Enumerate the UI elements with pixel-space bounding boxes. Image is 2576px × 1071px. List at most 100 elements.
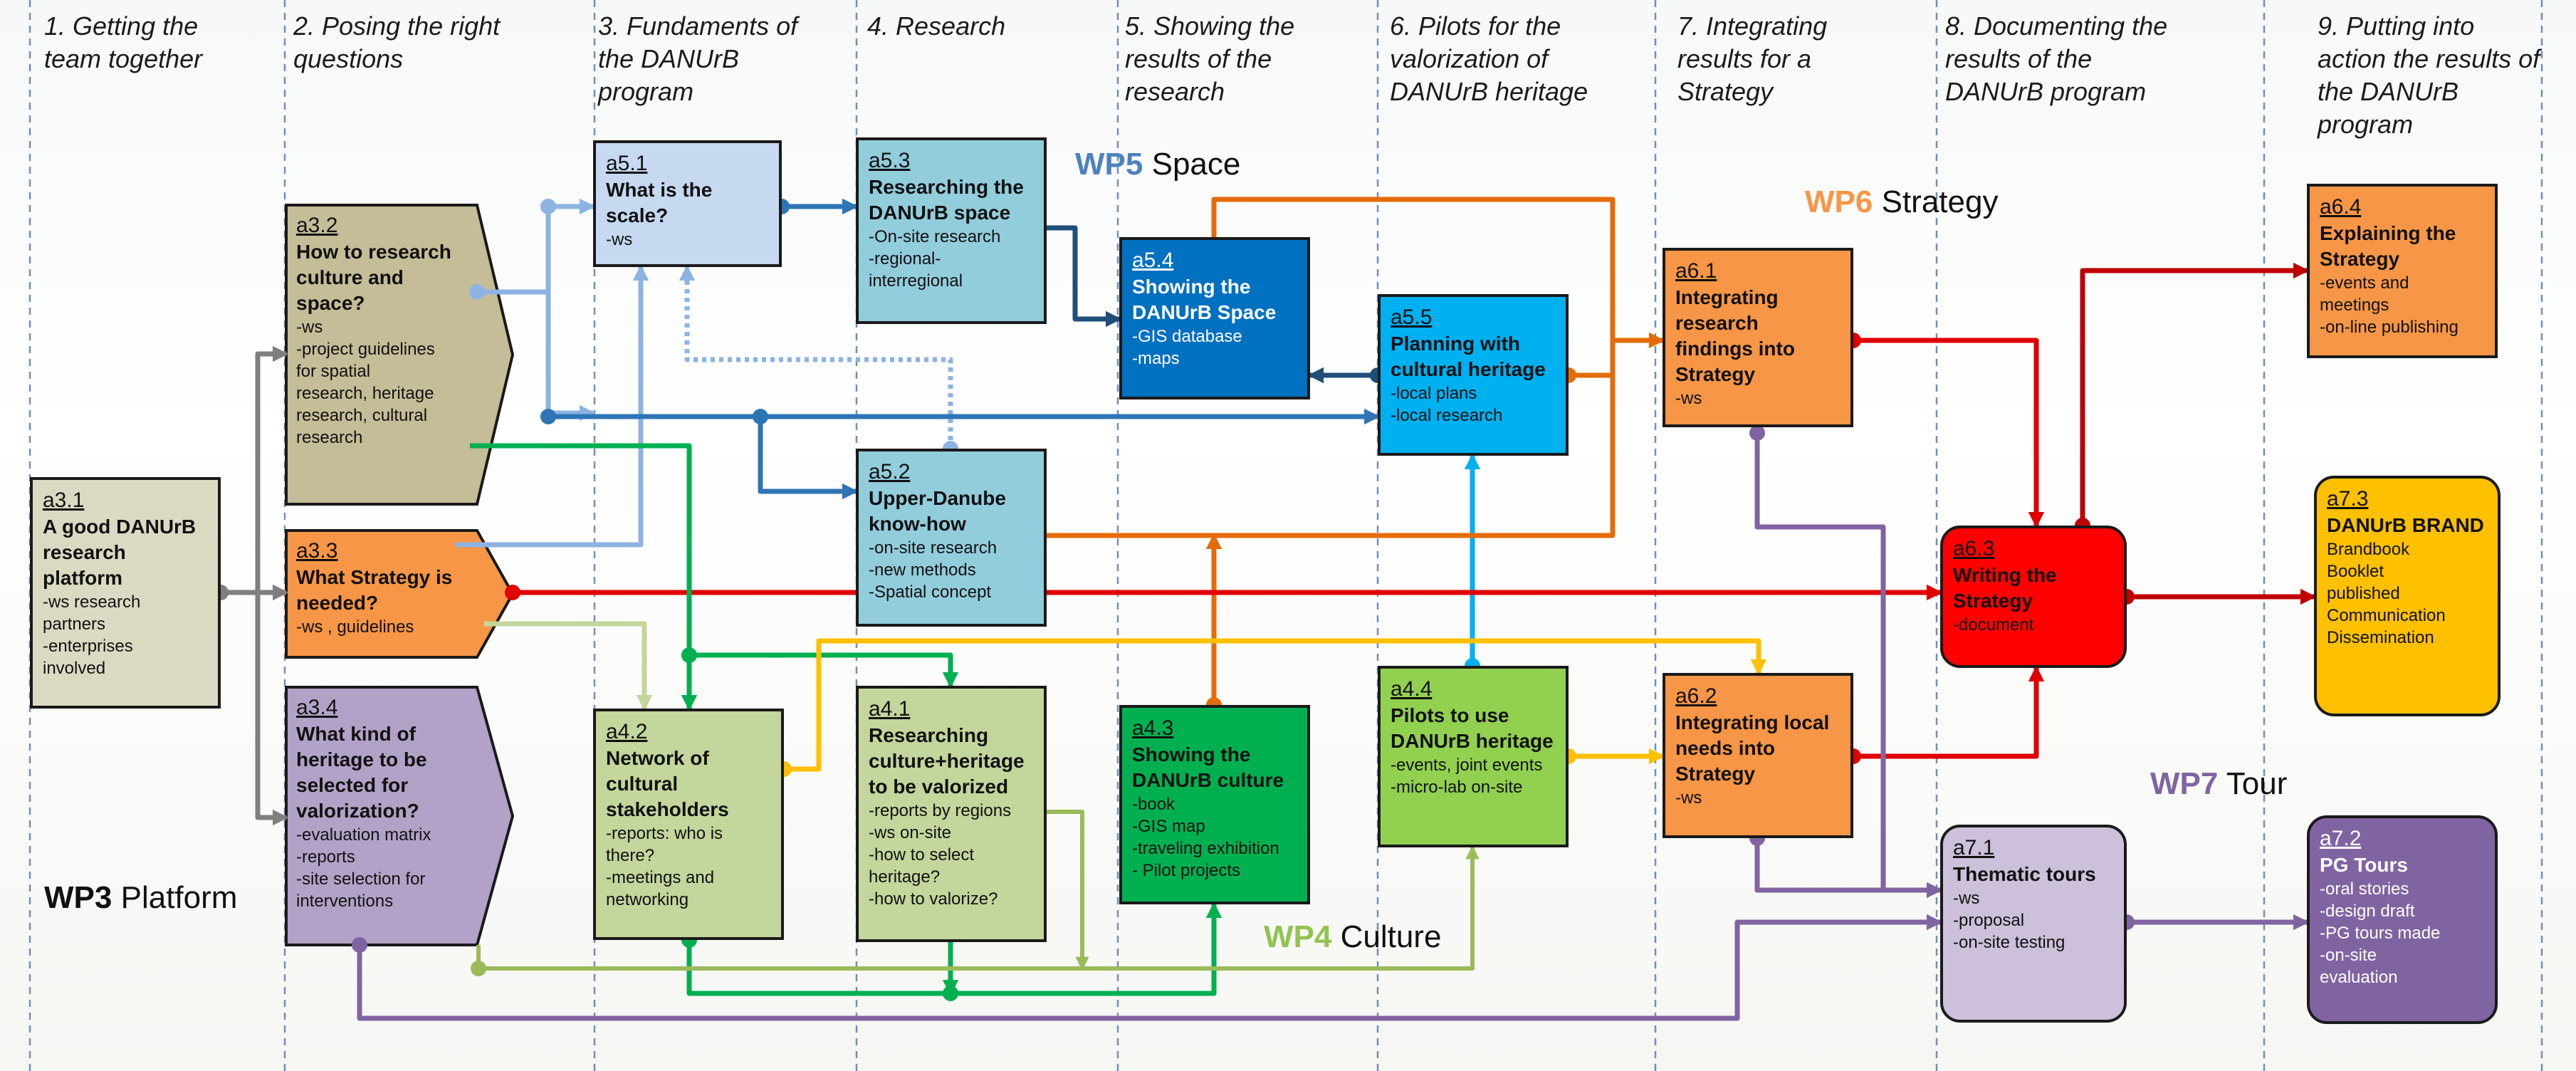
connector-culture-light bbox=[476, 845, 1480, 971]
activity-title: Network of cultural stakeholders bbox=[606, 747, 729, 820]
activity-output: -Spatial concept bbox=[869, 582, 992, 602]
activity-output: -local research bbox=[1391, 406, 1503, 425]
activity-title: Thematic tours bbox=[1953, 863, 2096, 885]
activity-output: for spatial bbox=[296, 362, 371, 381]
activity-title: Explaining the Strategy bbox=[2320, 222, 2456, 270]
activity-output: -GIS map bbox=[1132, 817, 1205, 836]
activity-output: -project guidelines bbox=[296, 340, 435, 359]
work-package-code: WP3 bbox=[44, 880, 112, 915]
work-package-code: WP7 bbox=[2150, 766, 2219, 801]
junction-dot bbox=[469, 284, 485, 300]
connector-culture bbox=[470, 443, 698, 711]
activity-output: -PG tours made bbox=[2320, 924, 2441, 943]
phase-header-line: 3. Fundaments of bbox=[598, 11, 798, 41]
activity-output: -local plans bbox=[1391, 384, 1477, 403]
activity-output: -ws bbox=[1675, 389, 1702, 408]
activity-output: -on-site bbox=[2320, 946, 2377, 965]
phase-header-line: 6. Pilots for the bbox=[1390, 11, 1561, 41]
connector-space bbox=[758, 417, 859, 500]
activity-output: -on-site testing bbox=[1953, 933, 2065, 952]
activity-output: -GIS database bbox=[1132, 327, 1242, 346]
activity-output: -oral stories bbox=[2320, 879, 2409, 899]
activity-id: a5.5 bbox=[1391, 305, 1433, 329]
phase-header-line: DANUrB program bbox=[1945, 77, 2147, 106]
junction-dot bbox=[540, 409, 556, 424]
activity-output: interregional bbox=[869, 271, 963, 291]
activity-output: research, cultural bbox=[296, 406, 428, 425]
activity-id: a4.4 bbox=[1391, 677, 1433, 701]
activity-output: -traveling exhibition bbox=[1132, 839, 1279, 858]
activity-output: -design draft bbox=[2320, 902, 2415, 921]
activity-id: a5.3 bbox=[869, 149, 911, 172]
phase-header-line: team together bbox=[44, 44, 203, 73]
activity-output: published bbox=[2327, 584, 2400, 603]
activity-output: involved bbox=[43, 659, 106, 678]
activity-id: a4.2 bbox=[606, 720, 648, 743]
activity-id: a6.2 bbox=[1675, 684, 1717, 708]
work-package-wp7: WP7 Tour bbox=[2150, 766, 2287, 803]
activity-output: -micro-lab on-site bbox=[1391, 778, 1523, 797]
work-package-code: WP5 bbox=[1075, 147, 1143, 182]
activity-title: Integrating local needs into Strategy bbox=[1675, 711, 1830, 785]
junction-dot bbox=[943, 986, 958, 1001]
activity-title: Pilots to use DANUrB heritage bbox=[1391, 704, 1554, 752]
connector-platform bbox=[255, 345, 289, 592]
activity-output: interventions bbox=[296, 892, 394, 911]
activity-id: a3.4 bbox=[296, 696, 338, 719]
work-package-wp3: WP3 Platform bbox=[44, 879, 237, 916]
activity-output: -new methods bbox=[869, 560, 976, 580]
activity-shape-a3-2 bbox=[285, 204, 515, 506]
activity-output: Brandbook bbox=[2327, 540, 2410, 559]
connector-strategy-red bbox=[1853, 665, 2045, 759]
phase-header-line: 7. Integrating bbox=[1677, 11, 1828, 41]
activity-output: research, heritage bbox=[296, 384, 434, 403]
work-package-code: WP6 bbox=[1805, 184, 1873, 219]
activity-output: -ws on-site bbox=[869, 823, 952, 842]
activity-title: PG Tours bbox=[2320, 854, 2408, 876]
phase-header-line: the DANUrB bbox=[2318, 77, 2459, 106]
activity-output: -on-line publishing bbox=[2320, 318, 2459, 337]
work-package-wp4: WP4 Culture bbox=[1264, 919, 1441, 956]
connector-strategy bbox=[1047, 197, 1616, 538]
work-package-name: Space bbox=[1151, 147, 1241, 182]
activity-title: How to research culture and space? bbox=[296, 241, 451, 314]
phase-header-line: research bbox=[1125, 77, 1225, 106]
connector-space-light bbox=[456, 264, 649, 548]
phase-header-line: questions bbox=[293, 44, 404, 73]
connector-tour bbox=[1754, 433, 1943, 899]
activity-title: A good DANUrB research platform bbox=[43, 516, 197, 589]
activity-output: -reports bbox=[296, 847, 355, 867]
phase-header-line: 8. Documenting the bbox=[1945, 11, 2168, 41]
activity-output: there? bbox=[606, 846, 655, 865]
activity-output: -ws bbox=[606, 230, 633, 249]
activity-output: -book bbox=[1132, 795, 1176, 814]
connector-platform bbox=[255, 592, 289, 826]
activity-title: Planning with cultural heritage bbox=[1391, 333, 1546, 380]
activity-output: partners bbox=[43, 615, 106, 634]
work-package-wp6: WP6 Strategy bbox=[1805, 184, 1998, 221]
activity-id: a4.1 bbox=[869, 697, 911, 721]
activity-title: Writing the Strategy bbox=[1953, 564, 2057, 612]
work-package-name: Tour bbox=[2226, 766, 2288, 801]
activity-title: What kind of heritage to be selected for… bbox=[296, 723, 427, 822]
